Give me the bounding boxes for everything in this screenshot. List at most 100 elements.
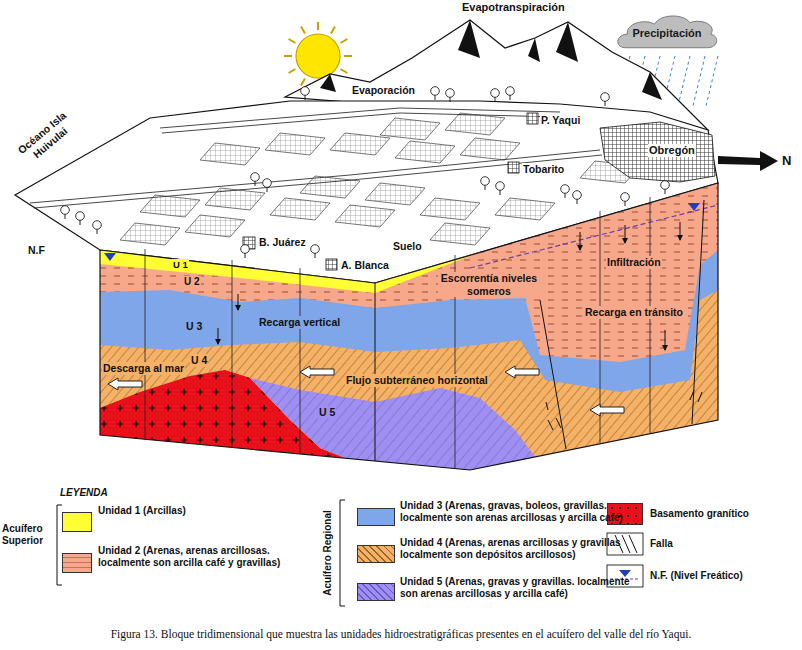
tree-symbol — [263, 179, 272, 192]
legend-text: Unidad 5 (Arenas, gravas y gravillas. lo… — [400, 576, 630, 600]
tree-symbol — [301, 87, 310, 100]
road — [162, 113, 560, 133]
legend-text: Unidad 3 (Arenas, gravas, boleos, gravil… — [400, 500, 625, 524]
flow-arrow — [108, 366, 624, 416]
surface-label: Suelo — [392, 240, 423, 253]
crop-field — [495, 198, 555, 220]
legend-text: N.F. (Nivel Freático) — [650, 570, 795, 582]
recharge-arrow — [218, 222, 680, 350]
process-label: Escorrentía niveles someros — [438, 272, 540, 297]
process-label: Infiltración — [606, 256, 662, 269]
water-table-label: N.F — [28, 244, 45, 257]
legend-text: Basamento granítico — [650, 508, 795, 520]
unit-label: U 1 — [172, 259, 189, 270]
town-label: B. Juárez — [258, 236, 307, 249]
water-table — [470, 205, 718, 268]
crop-field — [185, 215, 245, 237]
flow-arrow — [108, 378, 142, 390]
stratigraphic-layers — [100, 183, 718, 470]
recharge-arrow — [580, 232, 581, 250]
tree-symbol — [93, 221, 102, 234]
recharge-arrow — [238, 294, 239, 310]
process-label: Recarga vertical — [258, 316, 341, 329]
town-block — [508, 162, 519, 173]
recharge-arrow — [625, 225, 626, 243]
tree-symbol — [661, 181, 670, 194]
flow-arrow — [300, 366, 334, 378]
tree-symbol — [506, 87, 515, 100]
crop-field — [395, 141, 455, 163]
legend-swatch — [357, 583, 395, 601]
road — [30, 108, 602, 208]
process-label: Descarga al mar — [102, 362, 185, 375]
crop-field — [380, 118, 440, 140]
town-label: Tobarito — [522, 163, 565, 176]
water-table — [688, 203, 700, 211]
tree-symbol — [573, 191, 582, 204]
crop-field — [445, 113, 505, 135]
flow-arrow — [590, 404, 624, 416]
stratigraphic-layers — [100, 183, 718, 392]
legend-swatch — [62, 553, 92, 573]
crop-field — [300, 176, 360, 198]
legend-text: Unidad 1 (Arcillas) — [98, 505, 188, 517]
crop-field — [430, 223, 490, 245]
tree-symbol — [76, 212, 85, 225]
process-label: Evapotranspiración — [462, 1, 565, 14]
road — [160, 108, 560, 128]
unit-label: U 3 — [185, 320, 203, 333]
cloud-shape: Precipitación — [615, 12, 719, 50]
crop-field — [335, 205, 395, 227]
legend-symbol — [619, 570, 631, 577]
legend-swatch — [62, 512, 92, 532]
crop-field — [365, 183, 425, 205]
legend-text: Unidad 4 (Arenas, arenas arcillosas y gr… — [400, 537, 625, 561]
tree-symbol — [431, 87, 440, 100]
legend-swatch — [357, 508, 395, 526]
north-arrow — [718, 151, 778, 171]
legend-swatch — [357, 545, 395, 563]
north-arrow — [718, 151, 778, 171]
aquifer-label: Acuífero Regional — [322, 505, 334, 601]
tree-symbol — [601, 93, 610, 106]
legend-heading: LEYENDA — [60, 487, 108, 499]
unit-label: U 2 — [183, 276, 201, 288]
fault-line — [540, 200, 704, 449]
process-label: Flujo subterráneo horizontal — [345, 374, 489, 387]
tree-symbol — [481, 177, 490, 190]
well-line — [145, 197, 650, 468]
unit-label: U 4 — [190, 354, 208, 367]
tree-symbol — [251, 173, 260, 186]
recharge-arrow — [218, 328, 219, 344]
town-block — [600, 122, 715, 182]
legend-bracket — [340, 500, 345, 606]
well-line — [145, 249, 146, 439]
tree-symbol — [496, 182, 505, 195]
water-table — [104, 253, 116, 261]
flow-arrow — [505, 366, 539, 378]
process-label: Evaporación — [352, 84, 415, 97]
unit-label: U 5 — [318, 406, 336, 419]
aquifer-label: Acuífero Superior — [2, 523, 54, 547]
crop-field — [120, 223, 180, 245]
cloud-label: Precipitación — [631, 27, 703, 40]
fault-line — [546, 390, 702, 430]
crop-field — [120, 113, 640, 245]
crop-field — [420, 198, 480, 220]
stratigraphic-layers — [100, 183, 718, 470]
legend-text: Unidad 2 (Arenas, arenas arcillosas. loc… — [98, 545, 313, 569]
road — [34, 155, 602, 208]
mountain-range — [320, 20, 662, 100]
recharge-arrow — [665, 330, 666, 350]
north-label: N — [782, 153, 791, 169]
crop-field — [205, 188, 265, 210]
stratigraphic-layers — [375, 283, 376, 461]
road — [30, 150, 600, 203]
cloud-outline — [618, 16, 717, 48]
crop-field — [460, 138, 520, 160]
well-line — [300, 268, 301, 453]
tree-symbol — [61, 206, 70, 219]
town-block — [326, 259, 337, 270]
town-label: Obregón — [648, 144, 696, 157]
